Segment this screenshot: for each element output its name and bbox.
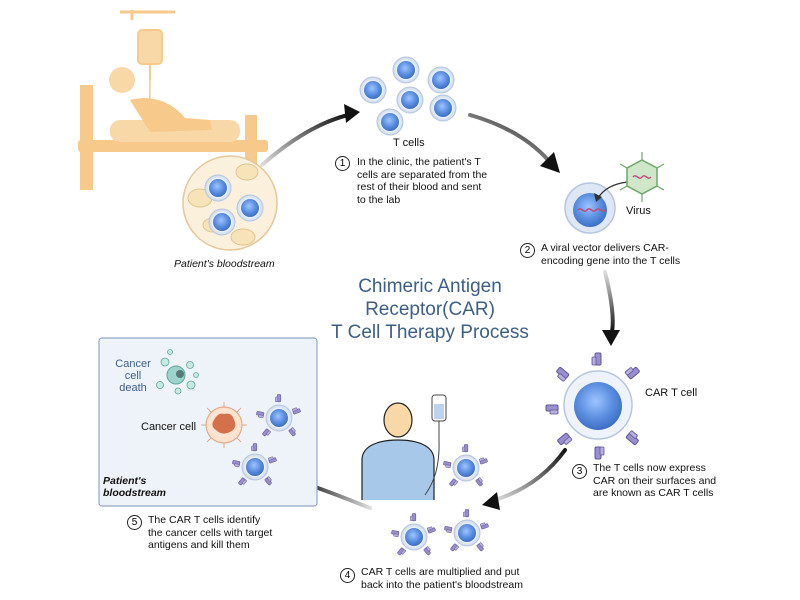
patient-figure-icon bbox=[361, 394, 447, 500]
label-patients-bloodstream-top: Patient's bloodstream bbox=[174, 258, 275, 270]
blood-sample-circle bbox=[182, 155, 278, 251]
title-line-3: T Cell Therapy Process bbox=[331, 322, 529, 343]
t-cell-with-vector bbox=[564, 181, 628, 234]
label-virus: Virus bbox=[626, 205, 651, 217]
step-3-line: CAR on their surfaces and bbox=[593, 474, 717, 487]
arrow-step-4 bbox=[482, 448, 567, 510]
step-3-number: 3 bbox=[572, 464, 587, 479]
step-2-number: 2 bbox=[520, 243, 535, 258]
arrow-step-2 bbox=[468, 113, 560, 173]
step-4-line: back into the patient's bloodstream bbox=[361, 578, 523, 591]
step-2-line: A viral vector delivers CAR- bbox=[541, 242, 669, 254]
step-3-line: are known as CAR T cells bbox=[593, 487, 714, 499]
step-5-text: The CAR T cells identify the cancer cell… bbox=[148, 514, 272, 552]
step-5-line: the cancer cells with target bbox=[148, 526, 273, 539]
label-patients-bloodstream-box-1: Patient's bbox=[103, 475, 147, 487]
virus-icon bbox=[619, 152, 665, 202]
step-5-number: 5 bbox=[127, 515, 142, 530]
step-1-line: rest of their blood and sent bbox=[357, 181, 482, 193]
step-5-line: The CAR T cells identify bbox=[148, 514, 261, 526]
step-4-line: CAR T cells are multiplied and put bbox=[361, 566, 520, 578]
title-line-1: Chimeric Antigen bbox=[358, 276, 502, 297]
label-car-t-cell: CAR T cell bbox=[645, 387, 698, 399]
cancer-cell-death-icon bbox=[156, 349, 199, 395]
step-1-number: 1 bbox=[335, 156, 350, 171]
hospital-bed-icon bbox=[78, 10, 268, 195]
step-1-line: cells are separated from the bbox=[357, 168, 488, 181]
label-cancer-cell: Cancer cell bbox=[141, 421, 197, 433]
t-cells-cluster bbox=[359, 56, 457, 136]
step-1-line: In the clinic, the patient's T bbox=[357, 156, 481, 168]
title-line-2: Receptor(CAR) bbox=[365, 299, 495, 320]
label-cancer-cell-death: Cancer cell death bbox=[112, 358, 154, 394]
label-patients-bloodstream-box-2: bloodstream bbox=[103, 487, 167, 499]
cancer-cell-icon bbox=[201, 402, 247, 448]
diagram-title: Chimeric Antigen Receptor(CAR) T Cell Th… bbox=[300, 275, 560, 344]
step-2-text: A viral vector delivers CAR- encoding ge… bbox=[541, 242, 680, 267]
step-4-text: CAR T cells are multiplied and put back … bbox=[361, 566, 523, 591]
step-3-line: The T cells now express bbox=[593, 462, 706, 474]
label-t-cells: T cells bbox=[393, 137, 425, 149]
arrow-step-1 bbox=[260, 104, 360, 167]
step-1-text: In the clinic, the patient's T cells are… bbox=[357, 156, 487, 206]
label-cancer-cell-death-2: cell bbox=[124, 370, 142, 382]
step-1-line: to the lab bbox=[357, 193, 401, 206]
step-5-line: antigens and kill them bbox=[148, 539, 250, 551]
arrow-step-3 bbox=[602, 270, 620, 346]
label-cancer-cell-death-1: Cancer bbox=[115, 358, 151, 370]
step-2-line: encoding gene into the T cells bbox=[541, 254, 681, 267]
car-t-cell-large bbox=[545, 352, 642, 460]
label-patients-bloodstream-box: Patient's bloodstream bbox=[103, 475, 166, 499]
step-4-number: 4 bbox=[340, 568, 355, 583]
step-3-text: The T cells now express CAR on their sur… bbox=[593, 462, 716, 500]
label-cancer-cell-death-3: death bbox=[119, 382, 147, 394]
